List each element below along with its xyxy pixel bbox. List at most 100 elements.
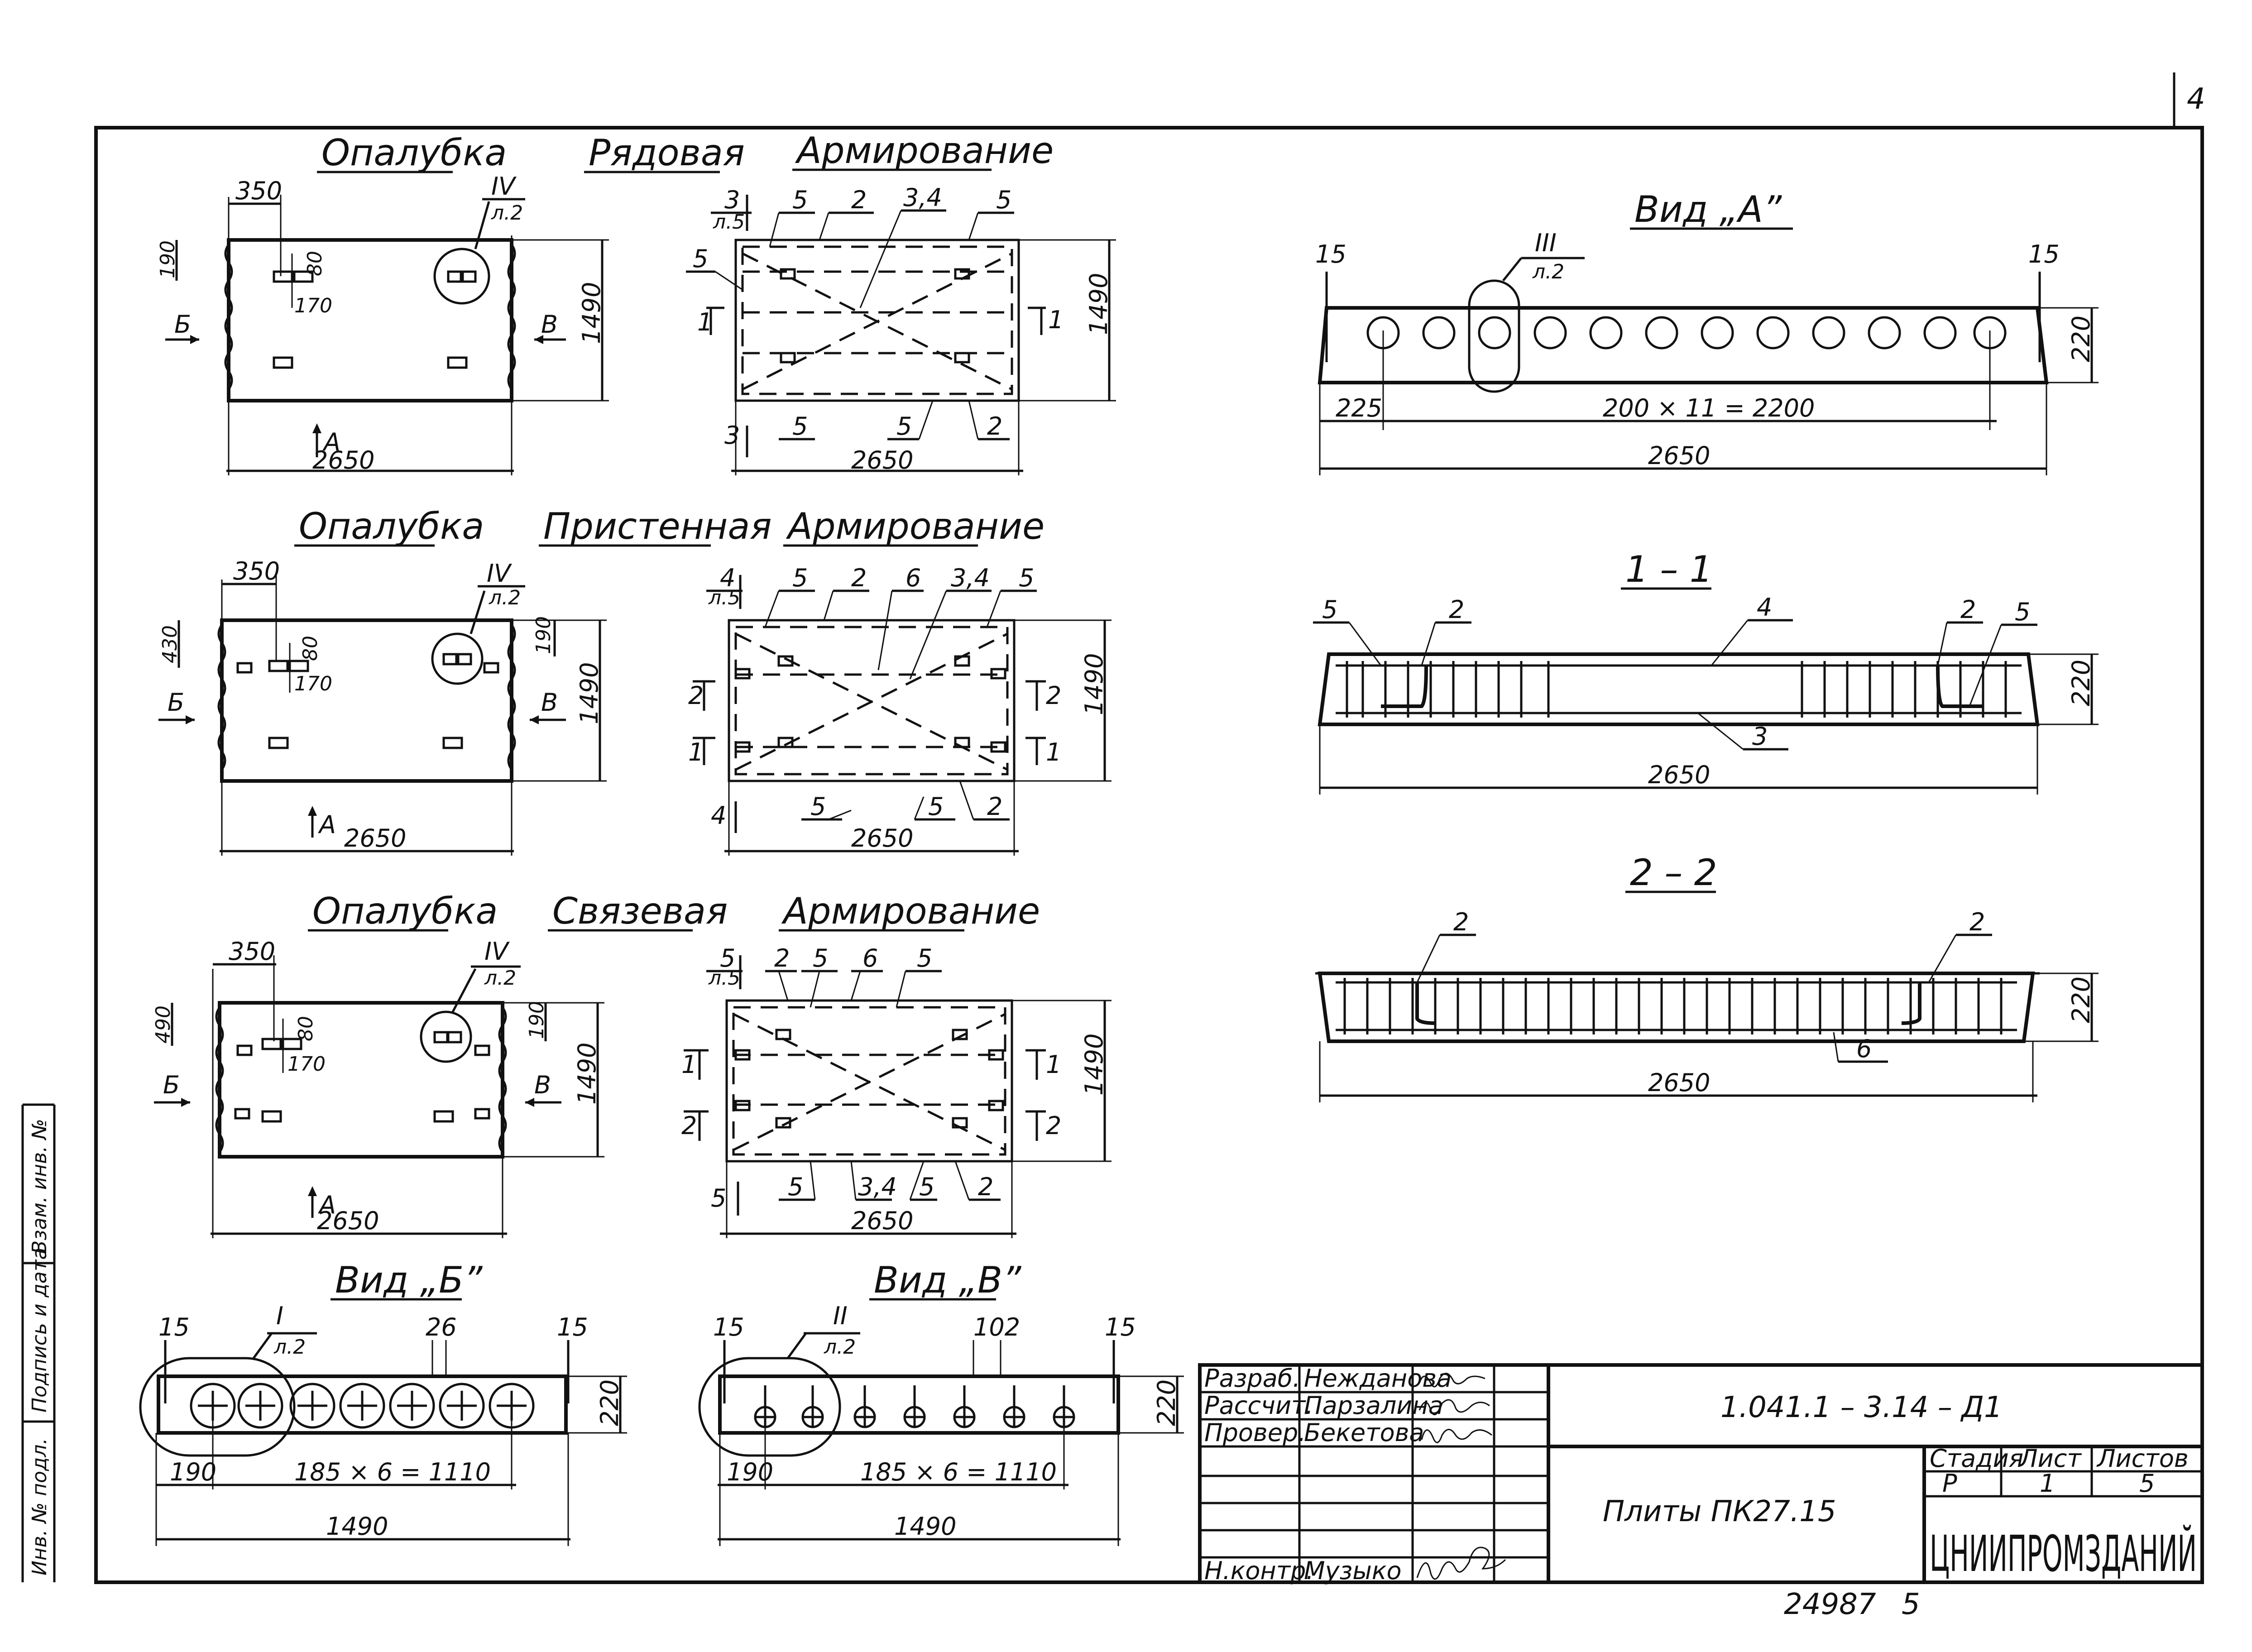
svg-text:2: 2 — [851, 186, 867, 214]
svg-text:5: 5 — [792, 564, 808, 592]
signature-norm-control — [1416, 1547, 1506, 1580]
svg-text:2650: 2650 — [851, 824, 913, 852]
svg-text:4: 4 — [720, 564, 735, 592]
reinforcement-title: Армирование — [795, 129, 1054, 172]
svg-text:2650: 2650 — [1648, 1068, 1710, 1097]
stamp-signature-date: Подпись и дата — [28, 1248, 51, 1413]
svg-text:4: 4 — [1757, 593, 1772, 622]
svg-text:170: 170 — [287, 1053, 326, 1076]
formwork-plan-svyazevaya: Опалубка Связевая 350 2650 1490 490 190 … — [152, 890, 728, 1238]
svg-text:IV: IV — [484, 937, 510, 966]
svg-text:5: 5 — [788, 1173, 803, 1201]
signature-calculator — [1418, 1399, 1490, 1416]
dim-190: 190 — [156, 240, 179, 278]
svg-text:190: 190 — [170, 1458, 216, 1486]
sheet-frame: 4 Инв. № подл. Подпись и дата Взам. инв.… — [21, 72, 2205, 1621]
sheet-number: 1 — [2040, 1469, 2055, 1498]
name-calculator: Парзалина — [1304, 1391, 1443, 1420]
svg-text:102: 102 — [973, 1313, 1020, 1341]
svg-text:2: 2 — [987, 412, 1002, 441]
svg-text:л.2: л.2 — [484, 967, 516, 990]
dim-1490: 1490 — [577, 282, 606, 344]
svg-text:2: 2 — [1449, 595, 1464, 624]
svg-text:80: 80 — [294, 1016, 317, 1041]
document-designation: 1.041.1 – 3.14 – Д1 — [1720, 1391, 2003, 1424]
svg-text:170: 170 — [294, 672, 332, 695]
svg-text:2: 2 — [688, 681, 704, 710]
svg-text:I: I — [276, 1302, 283, 1330]
section-2-2-title: 2 – 2 — [1630, 852, 1717, 894]
svg-text:5: 5 — [919, 1173, 934, 1201]
svg-text:Опалубка: Опалубка — [312, 890, 498, 932]
svg-text:15: 15 — [713, 1313, 744, 1341]
svg-text:л.2: л.2 — [489, 586, 521, 609]
page-number: 4 — [2187, 82, 2205, 116]
svg-text:5: 5 — [693, 244, 708, 273]
svg-text:5: 5 — [813, 944, 828, 972]
callout-l2: л.2 — [491, 201, 523, 225]
svg-text:IV: IV — [487, 559, 513, 588]
svg-text:5: 5 — [720, 944, 735, 972]
svg-text:3: 3 — [724, 186, 740, 214]
svg-text:350: 350 — [229, 937, 275, 966]
svg-text:1: 1 — [1048, 306, 1064, 334]
name-developer: Нежданова — [1304, 1364, 1452, 1393]
view-b: Вид „Б” 15 15 26 I л.2 190 185 × 6 = 111… — [139, 1259, 627, 1546]
svg-text:220: 220 — [595, 1379, 624, 1426]
svg-text:185 × 6 = 1110: 185 × 6 = 1110 — [294, 1458, 491, 1486]
svg-text:2650: 2650 — [344, 824, 406, 852]
name-checker: Бекетова — [1304, 1418, 1424, 1447]
svg-text:5: 5 — [1019, 564, 1034, 592]
reinforcement-plan-svyazevaya: Армирование 2650 1490 5 л.5 5 1 2 1 — [681, 890, 1112, 1238]
svg-text:л.2: л.2 — [273, 1336, 306, 1359]
svg-text:3,4: 3,4 — [903, 183, 942, 212]
svg-text:Армирование: Армирование — [781, 890, 1040, 932]
svg-text:2: 2 — [774, 944, 790, 972]
reinforcement-plan-ryadovaya: Армирование 2650 1490 3 л.5 3 5 1 1 5 2 — [686, 129, 1116, 475]
sheets-total: 5 — [2139, 1469, 2155, 1498]
bottom-code: 24987 — [1784, 1588, 1876, 1621]
type-title-svyazevaya: Связевая — [552, 890, 728, 932]
svg-text:5: 5 — [896, 412, 912, 441]
svg-text:1490: 1490 — [894, 1512, 956, 1541]
svg-text:26: 26 — [426, 1313, 457, 1341]
svg-text:2: 2 — [851, 564, 867, 592]
title-block: Разраб. Рассчит. Провер. Н.контр. Неждан… — [1198, 1363, 2204, 1585]
svg-text:220: 220 — [1152, 1379, 1181, 1426]
svg-text:220: 220 — [2067, 977, 2095, 1023]
svg-text:15: 15 — [557, 1313, 588, 1341]
dim-80: 80 — [303, 251, 326, 276]
svg-text:Б: Б — [168, 688, 184, 717]
role-developer: Разраб. — [1204, 1364, 1300, 1393]
sheet-header: Лист — [2018, 1444, 2082, 1473]
stamp-vzam-inv: Взам. инв. № — [28, 1119, 51, 1254]
svg-text:350: 350 — [233, 557, 280, 585]
svg-text:Опалубка: Опалубка — [299, 505, 484, 547]
svg-text:2650: 2650 — [1648, 441, 1710, 470]
view-a: Вид „А” 15 15 III л.2 225 200 × 11 = 220… — [1315, 188, 2099, 475]
svg-text:6: 6 — [862, 944, 878, 972]
dim-2650: 2650 — [312, 446, 374, 474]
stamp-inv-podl: Инв. № подл. — [28, 1438, 51, 1575]
svg-text:225: 225 — [1336, 394, 1382, 422]
svg-text:5: 5 — [917, 944, 932, 972]
section-1-1-title: 1 – 1 — [1625, 548, 1713, 590]
svg-text:220: 220 — [2067, 660, 2095, 706]
svg-text:3: 3 — [724, 421, 740, 450]
svg-text:1490: 1490 — [1080, 653, 1108, 715]
dim-350: 350 — [235, 177, 282, 205]
arrow-a: А — [322, 428, 340, 456]
svg-text:430: 430 — [158, 625, 182, 663]
dim-170: 170 — [294, 294, 332, 317]
stage-header: Стадия — [1930, 1444, 2023, 1473]
svg-text:5: 5 — [996, 186, 1011, 214]
svg-text:В: В — [534, 1071, 551, 1099]
svg-text:5: 5 — [928, 792, 944, 821]
svg-text:3,4: 3,4 — [951, 564, 990, 592]
svg-text:15: 15 — [1105, 1313, 1136, 1341]
svg-text:5: 5 — [792, 186, 808, 214]
document-title: Плиты ПК27.15 — [1603, 1495, 1836, 1528]
svg-text:Армирование: Армирование — [786, 505, 1045, 547]
svg-text:5: 5 — [711, 1184, 726, 1212]
